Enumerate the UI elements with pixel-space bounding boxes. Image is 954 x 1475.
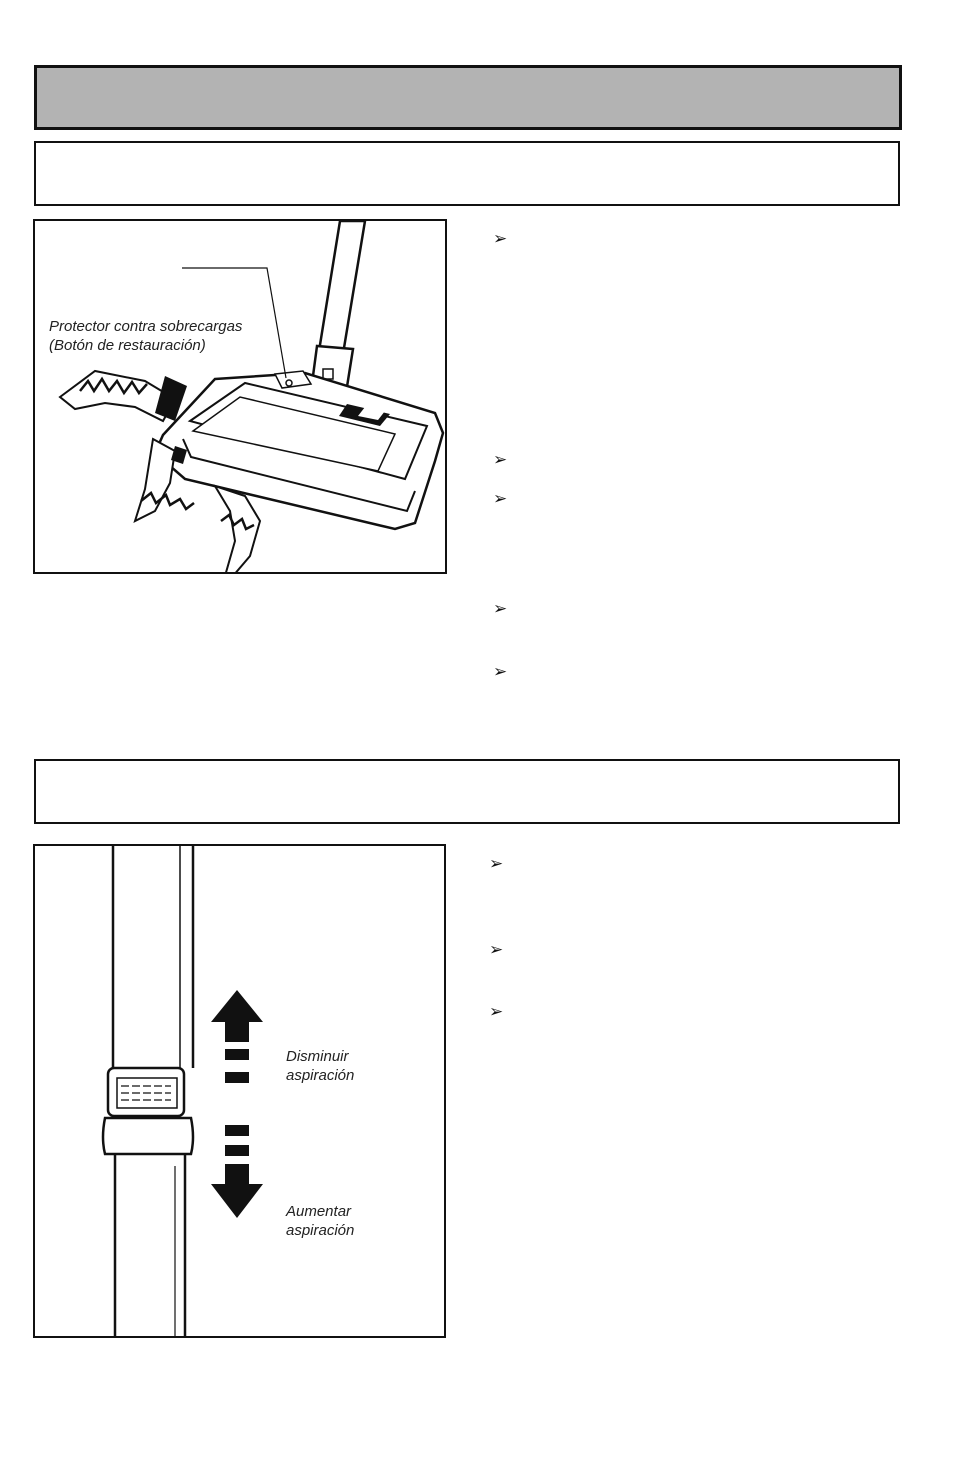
decrease-suction-label-line2: aspiración (286, 1067, 355, 1084)
title-bar (34, 65, 902, 130)
decrease-suction-label-line1: Disminuir (286, 1048, 349, 1065)
section-heading-box-1 (34, 141, 900, 206)
section-heading-box-2 (34, 759, 900, 824)
wand-suction-illustration (101, 846, 263, 1336)
bullet-arrow-icon: ➢ (493, 489, 508, 509)
bullet-arrow-icon: ➢ (489, 854, 504, 874)
bullet-arrow-icon: ➢ (493, 599, 508, 619)
bullet-arrow-icon: ➢ (493, 450, 508, 470)
bullet-arrow-icon: ➢ (489, 940, 504, 960)
bullet-arrow-icon: ➢ (493, 662, 508, 682)
power-nozzle-illustration (58, 221, 445, 572)
overload-protector-label: Protector contra sobrecargas (Botón de r… (49, 317, 242, 355)
decrease-suction-label: Disminuir aspiración (286, 1047, 354, 1085)
increase-suction-label-line2: aspiración (286, 1222, 355, 1239)
overload-protector-label-line1: Protector contra sobrecargas (49, 318, 243, 335)
increase-suction-label: Aumentar aspiración (286, 1202, 354, 1240)
bullet-arrow-icon: ➢ (489, 1002, 504, 1022)
bullet-arrow-icon: ➢ (493, 229, 508, 249)
suction-control-figure: Disminuir aspiración Aumentar aspiración (33, 844, 446, 1338)
overload-protector-figure: Protector contra sobrecargas (Botón de r… (33, 219, 447, 574)
increase-suction-label-line1: Aumentar (286, 1203, 352, 1220)
overload-protector-label-line2: (Botón de restauración) (49, 337, 206, 354)
